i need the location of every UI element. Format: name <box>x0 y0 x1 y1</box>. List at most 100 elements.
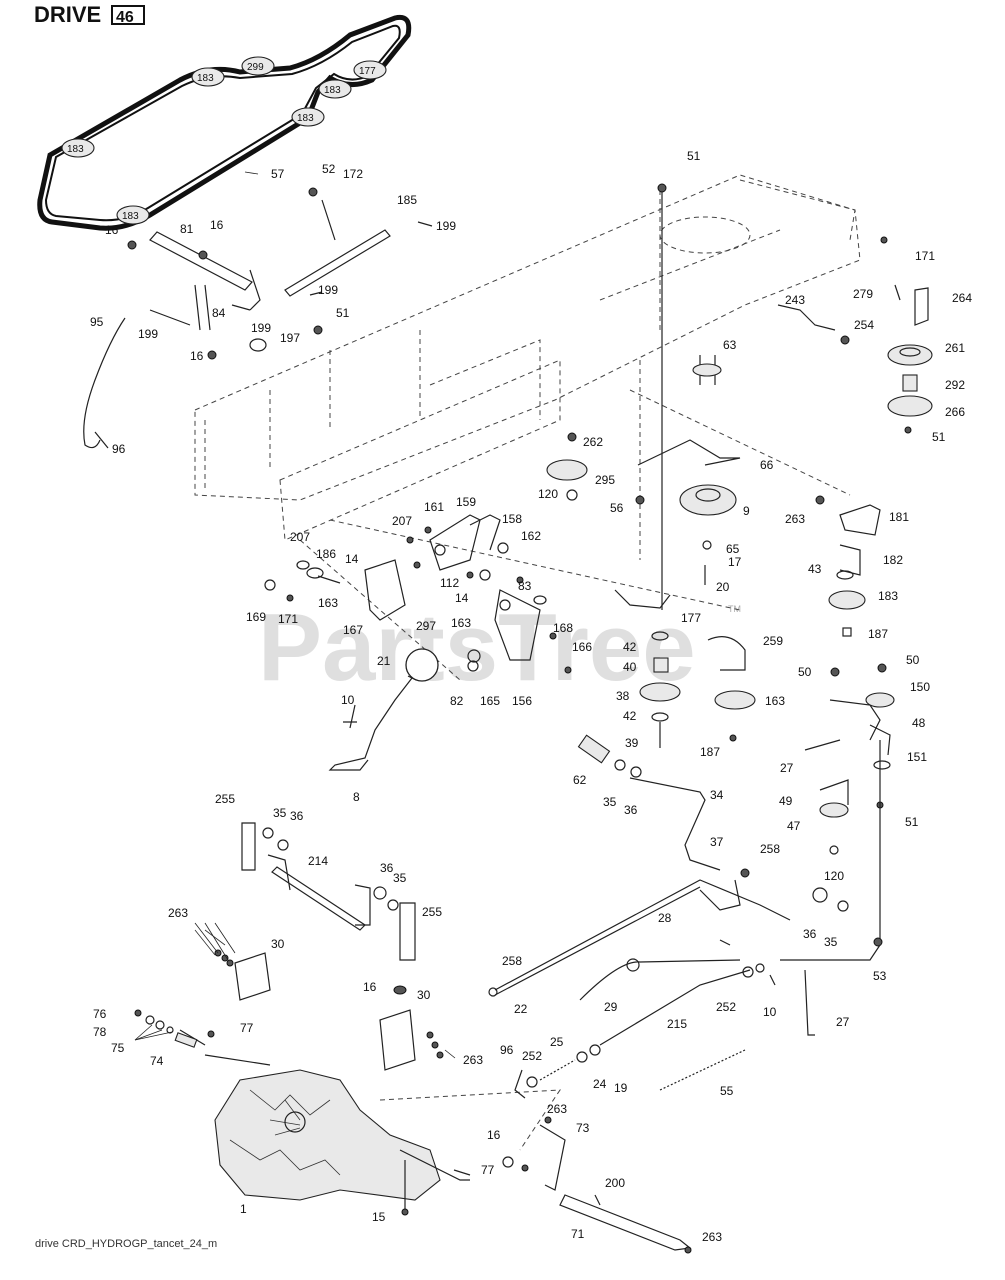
part-label: 35 <box>273 806 287 820</box>
part-label: 163 <box>765 694 785 708</box>
part-label: 96 <box>112 442 126 456</box>
pulley <box>241 56 275 76</box>
part-label: 16 <box>105 223 119 237</box>
part-labels: 57 52 172 185 199 51 16 81 16 199 51 84 … <box>90 149 972 1244</box>
diagram-title: DRIVE <box>34 2 101 27</box>
part-label: 50 <box>906 653 920 667</box>
part-label: 27 <box>780 761 794 775</box>
part-label: 266 <box>945 405 965 419</box>
part-label: 96 <box>500 1043 514 1057</box>
part-label: 63 <box>723 338 737 352</box>
part-label: 120 <box>538 487 558 501</box>
part-label: 295 <box>595 473 615 487</box>
part-label: 215 <box>667 1017 687 1031</box>
part-label: 78 <box>93 1025 107 1039</box>
part-label: 120 <box>824 869 844 883</box>
part-label: 42 <box>623 709 637 723</box>
part-label: 57 <box>271 167 285 181</box>
part-label: 258 <box>760 842 780 856</box>
part-label: 51 <box>905 815 919 829</box>
part-label: 171 <box>278 612 298 626</box>
part-label: 35 <box>824 935 838 949</box>
pulley-label: 183 <box>297 113 314 124</box>
drive-belt <box>37 14 412 231</box>
part-label: 29 <box>604 1000 618 1014</box>
part-label: 166 <box>572 640 592 654</box>
part-label: 36 <box>624 803 638 817</box>
part-label: 83 <box>518 579 532 593</box>
part-label: 199 <box>436 219 456 233</box>
part-label: 36 <box>380 861 394 875</box>
part-label: 42 <box>623 640 637 654</box>
part-label: 168 <box>553 621 573 635</box>
upper-left-linkage <box>83 187 433 449</box>
part-label: 163 <box>318 596 338 610</box>
part-label: 177 <box>681 611 701 625</box>
bracket-255-214 <box>241 822 416 961</box>
part-label: 14 <box>455 591 469 605</box>
part-label: 16 <box>190 349 204 363</box>
part-label: 158 <box>502 512 522 526</box>
part-label: 1 <box>240 1202 247 1216</box>
part-label: 51 <box>336 306 350 320</box>
bracket-30-lower <box>379 985 444 1071</box>
part-label: 10 <box>763 1005 777 1019</box>
part-label: 65 <box>726 542 740 556</box>
small-parts-left <box>134 1009 198 1048</box>
part-label: 200 <box>605 1176 625 1190</box>
part-label: 52 <box>322 162 336 176</box>
part-label: 162 <box>521 529 541 543</box>
part-label: 36 <box>290 809 304 823</box>
pulley <box>61 138 95 158</box>
pulley-label: 299 <box>247 62 264 73</box>
part-label: 22 <box>514 1002 528 1016</box>
part-label: 214 <box>308 854 328 868</box>
part-label: 16 <box>210 218 224 232</box>
part-label: 53 <box>873 969 887 983</box>
footer-code: drive CRD_HYDROGP_tancet_24_m <box>35 1238 217 1250</box>
center-components <box>546 183 756 748</box>
pulley <box>116 205 150 225</box>
title-box <box>111 5 145 25</box>
part-label: 169 <box>246 610 266 624</box>
part-label: 35 <box>393 871 407 885</box>
part-label: 185 <box>397 193 417 207</box>
part-label: 207 <box>392 514 412 528</box>
part-label: 77 <box>240 1021 254 1035</box>
pulley-label: 177 <box>359 66 376 77</box>
part-label: 181 <box>889 510 909 524</box>
part-label: 255 <box>422 905 442 919</box>
part-label: 255 <box>215 792 235 806</box>
part-label: 50 <box>798 665 812 679</box>
linkage-rods <box>488 868 881 1046</box>
part-label: 47 <box>787 819 801 833</box>
part-label: 187 <box>868 627 888 641</box>
part-label: 81 <box>180 222 194 236</box>
part-label: 16 <box>363 980 377 994</box>
part-label: 37 <box>710 835 724 849</box>
part-label: 30 <box>417 988 431 1002</box>
leader-lines <box>134 171 456 1059</box>
part-label: 259 <box>763 634 783 648</box>
part-label: 74 <box>150 1054 164 1068</box>
pulley <box>318 79 352 99</box>
part-label: 76 <box>93 1007 107 1021</box>
part-label: 21 <box>377 654 391 668</box>
part-label: 9 <box>743 504 750 518</box>
pulley-label: 183 <box>324 85 341 96</box>
part-label: 261 <box>945 341 965 355</box>
middle-brackets <box>264 514 572 682</box>
title-box-number: 46 <box>116 9 134 26</box>
part-label: 167 <box>343 623 363 637</box>
part-label: 263 <box>463 1053 483 1067</box>
part-label: 186 <box>316 547 336 561</box>
part-label: 48 <box>912 716 926 730</box>
part-label: 40 <box>623 660 637 674</box>
part-label: 197 <box>280 331 300 345</box>
part-label: 252 <box>716 1000 736 1014</box>
part-label: 28 <box>658 911 672 925</box>
bracket-30-upper <box>194 929 271 1001</box>
part-label: 27 <box>836 1015 850 1029</box>
